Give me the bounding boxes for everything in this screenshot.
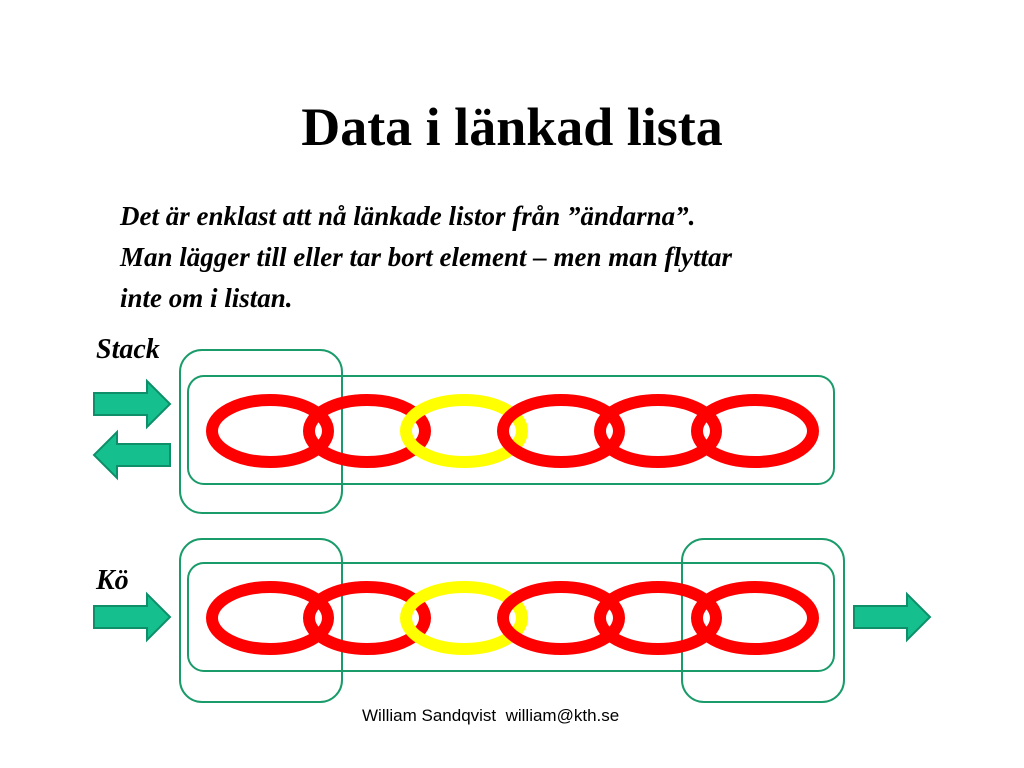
intro-line: Man lägger till eller tar bort element –… <box>120 242 732 272</box>
stack-chain-link-6 <box>691 394 819 468</box>
queue-chain-link-2 <box>303 581 431 655</box>
stack-chain-link-2 <box>303 394 431 468</box>
queue-chain-link-4 <box>497 581 625 655</box>
queue-chain-link-3 <box>400 581 528 655</box>
stack-chain <box>206 394 819 468</box>
queue-enqueue-arrow-icon <box>93 591 172 643</box>
intro-line: Det är enklast att nå länkade listor frå… <box>120 201 696 231</box>
queue-chain-link-1 <box>206 581 334 655</box>
intro-line: inte om i listan. <box>120 283 293 313</box>
footer-credit: William Sandqvist william@kth.se <box>362 706 620 725</box>
queue-back-frame <box>681 538 845 703</box>
stack-chain-link-4 <box>497 394 625 468</box>
slide-title: Data i länkad lista <box>301 97 723 157</box>
queue-chain-link-6 <box>691 581 819 655</box>
queue-label: Kö <box>96 565 129 596</box>
queue-dequeue-arrow-icon <box>853 591 932 643</box>
stack-push-arrow-icon <box>93 378 172 430</box>
stack-chain-link-5 <box>594 394 722 468</box>
stack-chain-link-3 <box>400 394 528 468</box>
queue-chain-link-5 <box>594 581 722 655</box>
queue-front-frame <box>179 538 343 703</box>
queue-list-frame <box>187 562 835 672</box>
intro-text: Det är enklast att nå länkade listor frå… <box>120 196 920 319</box>
stack-end-frame <box>179 349 343 514</box>
stack-chain-link-1 <box>206 394 334 468</box>
stack-label: Stack <box>96 334 160 365</box>
stack-list-frame <box>187 375 835 485</box>
queue-frames <box>179 538 845 703</box>
queue-chain <box>206 581 819 655</box>
stack-pop-arrow-icon <box>92 429 171 481</box>
stack-frames <box>179 349 835 514</box>
